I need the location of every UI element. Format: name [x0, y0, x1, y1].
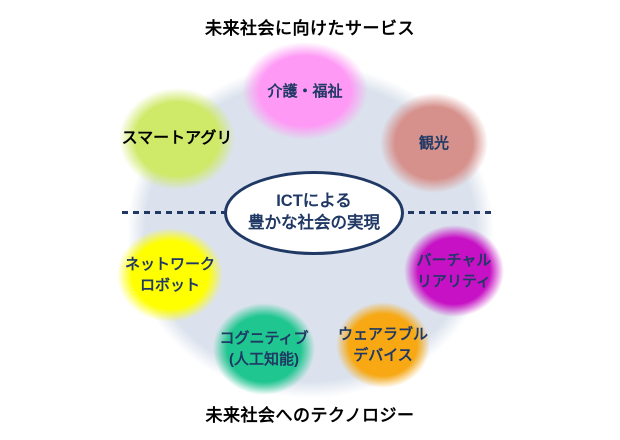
bubble-virtual-reality: バーチャル リアリティ	[404, 225, 504, 317]
bubble-wearable-device: ウェアラブル デバイス	[336, 302, 430, 388]
bubble-label-line: 介護・福祉	[267, 82, 343, 100]
bubble-label-line: デバイス	[353, 347, 413, 364]
top-title: 未来社会に向けたサービス	[205, 19, 415, 38]
bubble-label-line: ネットワーク	[124, 256, 215, 273]
bubble-network-robot: ネットワーク ロボット	[117, 228, 223, 322]
bubble-label-line: リアリティ	[416, 273, 492, 290]
bubble-label-line: ウェアラブル	[337, 326, 428, 343]
bubble-label-line: スマートアグリ	[121, 129, 233, 147]
bubble-cognitive-ai: コグニティブ (人工知能)	[213, 303, 315, 395]
center-goal-line: ICTによる	[276, 192, 352, 211]
bubble-smart-agri: スマートアグリ	[119, 88, 235, 190]
bubble-label-line: コグニティブ	[219, 330, 309, 347]
bubble-kanko: 観光	[380, 93, 488, 193]
bubble-kaigo-fukushi: 介護・福祉	[242, 42, 368, 140]
bubble-label-line: ロボット	[139, 277, 200, 294]
bubble-label-line: 観光	[418, 134, 449, 152]
center-goal-ellipse: ICTによる 豊かな社会の実現	[224, 171, 404, 255]
bottom-title: 未来社会へのテクノロジー	[205, 406, 415, 425]
bubble-label-line: (人工知能)	[229, 351, 299, 368]
bubble-label-line: バーチャル	[416, 252, 492, 269]
center-goal-line: 豊かな社会の実現	[248, 214, 380, 232]
